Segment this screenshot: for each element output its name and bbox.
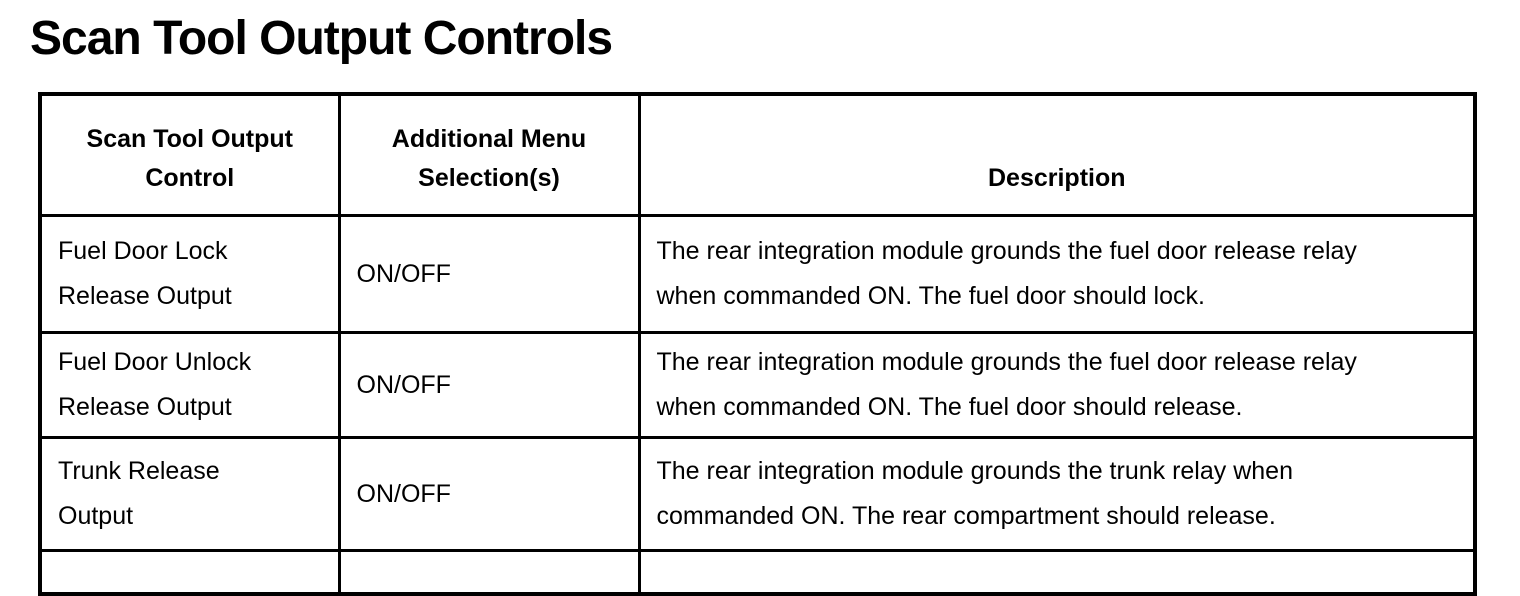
cell-description: The rear integration module grounds the … [637, 214, 1477, 334]
cell-empty [337, 549, 641, 596]
cell-empty [637, 549, 1477, 596]
page-title: Scan Tool Output Controls [30, 12, 613, 65]
cell-menu-selection: ON/OFF [337, 214, 641, 334]
cell-control: Fuel Door Unlock Release Output [38, 331, 341, 439]
output-controls-table: Scan Tool Output Control Additional Menu… [38, 92, 1477, 596]
cell-description: The rear integration module grounds the … [637, 331, 1477, 439]
table-row-clipped [38, 549, 1477, 596]
document-page: { "page_title": "Scan Tool Output Contro… [0, 12, 1520, 596]
table-row: Fuel Door Lock Release Output ON/OFF The… [38, 214, 1477, 334]
cell-description: The rear integration module grounds the … [637, 436, 1477, 552]
table-header-row: Scan Tool Output Control Additional Menu… [38, 92, 1477, 217]
cell-menu-selection: ON/OFF [337, 331, 641, 439]
column-header-control: Scan Tool Output Control [38, 92, 341, 217]
column-header-menu-selection: Additional Menu Selection(s) [337, 92, 641, 217]
cell-control: Fuel Door Lock Release Output [38, 214, 341, 334]
cell-control: Trunk Release Output [38, 436, 341, 552]
table-row: Fuel Door Unlock Release Output ON/OFF T… [38, 331, 1477, 439]
column-header-description: Description [637, 92, 1477, 217]
cell-empty [38, 549, 341, 596]
cell-menu-selection: ON/OFF [337, 436, 641, 552]
table-row: Trunk Release Output ON/OFF The rear int… [38, 436, 1477, 552]
